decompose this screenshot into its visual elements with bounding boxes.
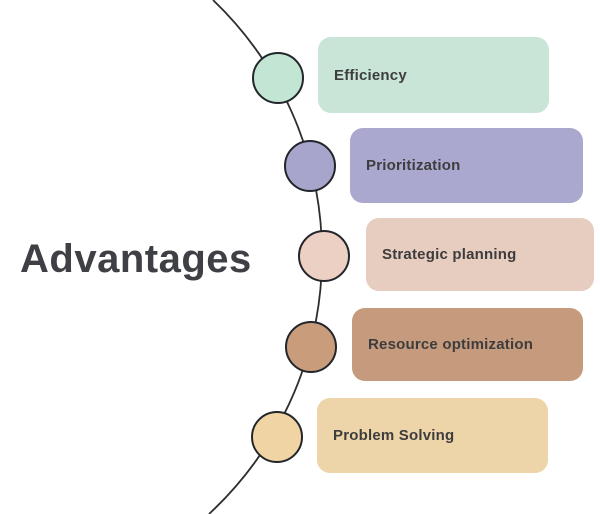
advantage-label-efficiency: Efficiency [334,66,407,84]
diagram-title: Advantages [20,237,252,281]
advantage-label-resource-optimization: Resource optimization [368,336,534,353]
advantage-node-circle-2 [298,230,350,282]
advantage-label-problem-solving: Problem Solving [333,427,455,444]
advantage-node-circle-1 [284,140,336,192]
advantage-node-circle-0 [252,52,304,104]
advantage-box-3: Resource optimization [352,308,583,381]
advantage-box-1: Prioritization [350,128,583,203]
advantage-node-circle-4 [251,411,303,463]
advantage-label-prioritization: Prioritization [366,157,461,174]
advantage-box-2: Strategic planning [366,218,594,291]
advantage-node-circle-3 [285,321,337,373]
advantage-box-0: Efficiency [318,37,549,113]
advantage-box-4: Problem Solving [317,398,548,473]
advantage-label-strategic-planning: Strategic planning [382,246,517,263]
